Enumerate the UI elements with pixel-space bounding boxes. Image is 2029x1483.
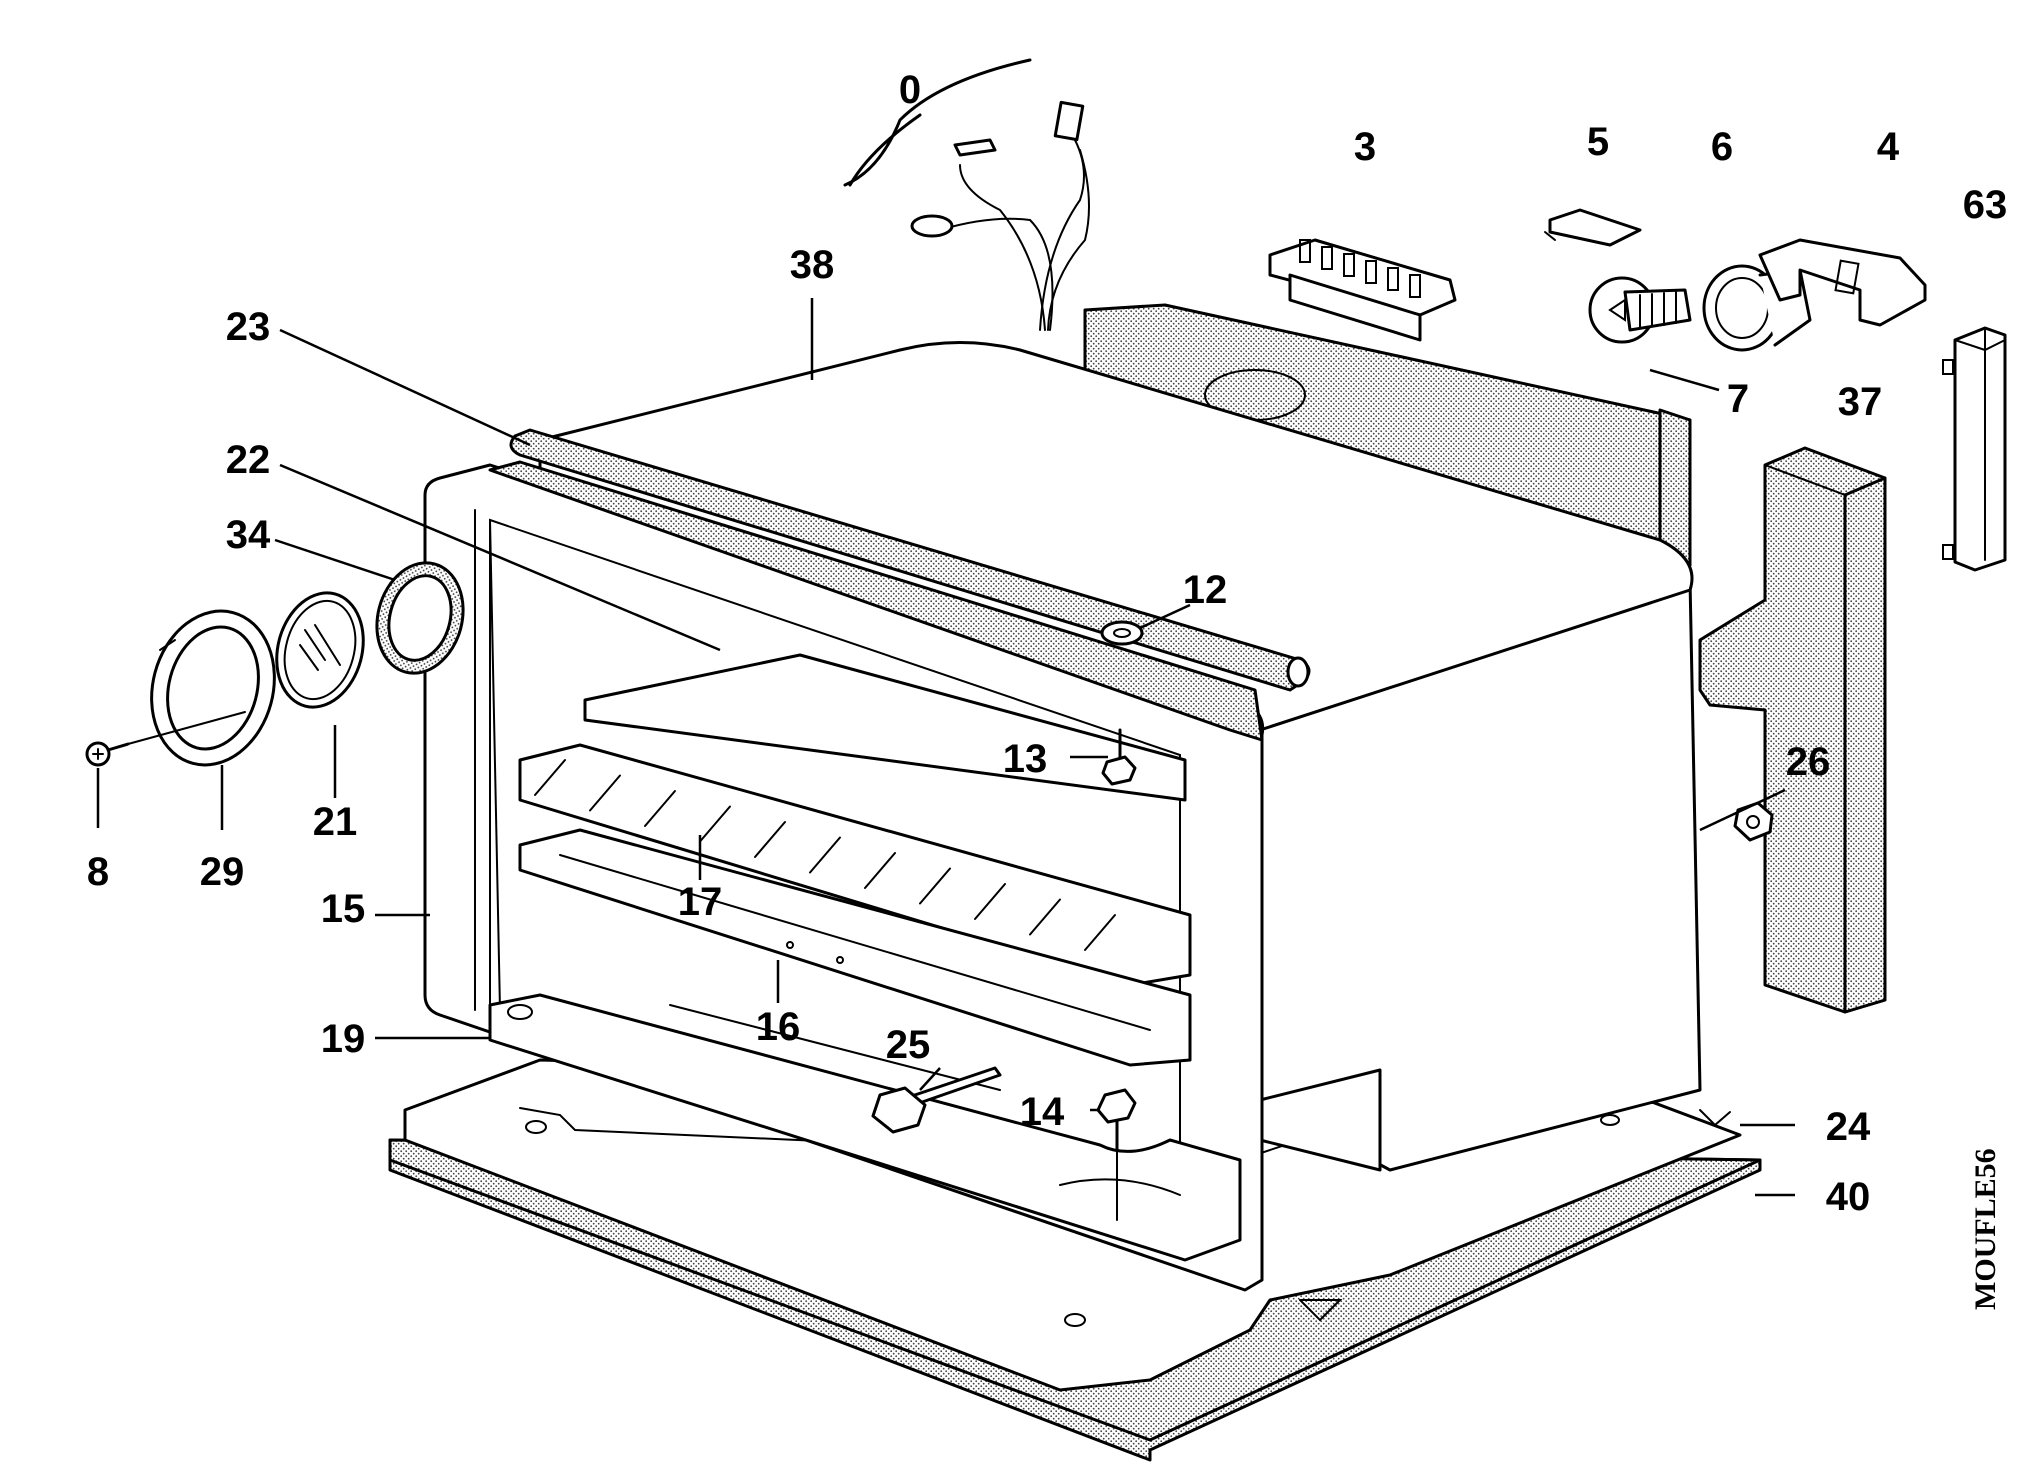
part-8-screw [85,711,246,767]
part-26-nut [1733,801,1774,842]
part-12-grommet [1100,620,1144,646]
callout-16: 16 [756,1005,801,1049]
part-25-screw [871,1066,1002,1134]
part-21-glass-lens [275,591,365,709]
shelf-rung [1084,914,1116,951]
shelf-rung [754,821,786,858]
drawing-code: MOUFLE56 [1969,1148,2002,1310]
callout-labels: 0 3 5 6 4 63 38 23 7 37 22 34 12 13 26 2… [87,68,2007,1219]
shelf-rung [974,883,1006,920]
terminal-pin [1299,239,1311,263]
callout-17: 17 [678,880,723,924]
terminal-pin [1365,260,1377,284]
callout-8: 8 [87,850,109,894]
terminal-pin [1387,267,1399,291]
shelf-rung [699,805,731,843]
terminal-pin [1321,246,1333,270]
callout-4: 4 [1877,125,1900,169]
shelf-rung [864,852,896,889]
shelf-rung [919,867,951,905]
part-7-lamp-bulb [1588,276,1692,344]
part-5-clip [1544,208,1642,247]
part-63-rail [1942,326,2007,572]
callout-6: 6 [1711,125,1733,169]
callout-12: 12 [1183,568,1228,612]
shelf-rung [644,790,676,827]
terminal-pin [1409,274,1421,298]
callout-22: 22 [226,438,271,482]
terminal-pins [1299,239,1421,298]
callout-24: 24 [1826,1105,1871,1149]
part-29-lens-ring [150,609,276,767]
callout-40: 40 [1826,1175,1871,1219]
part-3-terminal-block [1268,238,1457,342]
callout-7: 7 [1727,377,1749,421]
callout-34: 34 [226,513,271,557]
part-37-side-insulation [1698,446,1887,1014]
callout-63: 63 [1963,183,2008,227]
callout-19: 19 [321,1017,366,1061]
part-34-gasket [375,561,465,675]
callout-37: 37 [1838,380,1883,424]
callout-29: 29 [200,850,245,894]
callout-21: 21 [313,800,358,844]
part-4-bracket [1758,238,1927,327]
callout-38: 38 [790,243,835,287]
shelf-rung [809,836,841,874]
shelf-rung [589,774,621,812]
part-22-ceiling [583,653,1187,802]
part-16-tray [518,828,1192,1067]
callout-26: 26 [1786,740,1831,784]
shelf-rungs [534,759,1116,951]
callout-5: 5 [1587,120,1609,164]
callout-15: 15 [321,887,366,931]
shelf-rung [1029,898,1061,936]
callout-13: 13 [1003,737,1048,781]
part-0-wiring [843,58,1090,331]
callout-25: 25 [886,1023,931,1067]
terminal-pin [1343,253,1355,277]
leader-lines [96,298,1795,1197]
part-19-floor-tray [488,993,1242,1262]
callout-3: 3 [1354,125,1376,169]
shelf-rung [534,759,566,796]
callout-14: 14 [1020,1090,1065,1134]
callout-0: 0 [899,68,921,112]
part-38-oven-cavity [538,341,1702,1172]
part-13-bolt [1101,728,1137,786]
callout-23: 23 [226,305,271,349]
